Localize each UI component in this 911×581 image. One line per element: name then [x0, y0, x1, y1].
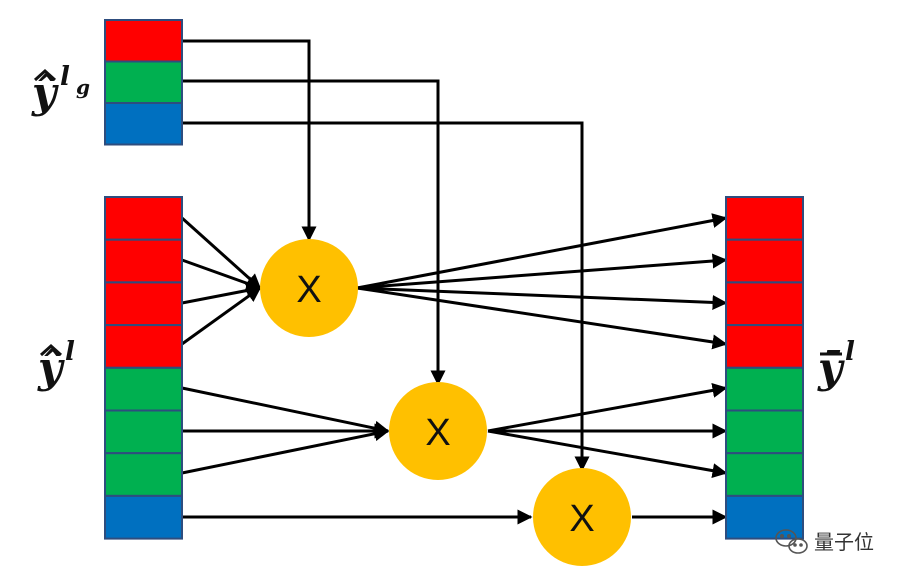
multiply-node-2: X [389, 382, 487, 480]
global-vector [104, 19, 183, 146]
input-vector-cell-6 [104, 409, 183, 455]
multiply-node-3-label: X [569, 498, 594, 540]
output-arrow-4 [356, 286, 728, 350]
input-arrow-4 [181, 286, 262, 346]
connectors [180, 39, 728, 525]
input-vector-symbol: ŷ [37, 343, 65, 392]
gate-line-red [182, 39, 317, 242]
global-vector-symbol: ŷ [31, 68, 59, 117]
output-arrow-1 [356, 213, 728, 290]
watermark-text: 量子位 [814, 530, 874, 554]
wechat-icon [775, 529, 808, 554]
global-vector-subscript: g [76, 75, 90, 99]
global-vector-label: ŷ l g [31, 62, 90, 117]
input-vector-hat [39, 343, 63, 357]
input-vector-cell-7 [104, 452, 183, 497]
input-vector-cell-5 [104, 366, 183, 412]
output-vector-cell-6 [725, 409, 804, 455]
output-arrow-5 [487, 383, 728, 433]
multiply-node-3-circle [533, 468, 631, 566]
output-vector-cell-3 [725, 281, 804, 327]
output-arrow-7 [487, 429, 728, 479]
global-vector-hat [33, 68, 57, 82]
output-arrow-3 [356, 286, 728, 310]
output-vector-label: ȳ l [817, 337, 855, 392]
input-arrow-5 [181, 386, 390, 436]
watermark: 量子位 [775, 529, 874, 554]
global-vector-cell-3 [104, 102, 183, 146]
input-vector-cell-1 [104, 196, 183, 241]
output-vector-symbol: ȳ [817, 343, 845, 392]
input-vector-cell-8 [104, 494, 183, 540]
output-vector-superscript: l [845, 337, 855, 367]
input-vector-cell-2 [104, 238, 183, 284]
output-vector-cell-1 [725, 196, 804, 241]
multiply-node-1-circle [260, 239, 358, 337]
output-vector-cell-4 [725, 324, 804, 369]
multiply-node-3: X [533, 468, 631, 566]
output-vector-cell-8 [725, 494, 804, 540]
input-arrow-2 [181, 258, 262, 291]
output-arrow-2 [356, 253, 728, 290]
multiply-node-2-circle [389, 382, 487, 480]
gate-line-blue [182, 121, 590, 472]
input-vector-cell-3 [104, 281, 183, 327]
input-vector-label: ŷ l [37, 337, 75, 392]
global-vector-superscript: l [60, 62, 70, 92]
output-vector-cell-5 [725, 366, 804, 412]
output-vector [725, 196, 804, 540]
multiply-node-1: X [260, 239, 358, 337]
output-vector-cell-2 [725, 238, 804, 284]
global-vector-cell-1 [104, 19, 183, 63]
input-vector-superscript: l [65, 337, 75, 367]
input-vector [104, 196, 183, 540]
global-vector-cell-2 [104, 60, 183, 104]
output-vector-cell-7 [725, 452, 804, 497]
multiply-node-2-label: X [425, 412, 450, 454]
input-vector-cell-4 [104, 324, 183, 369]
multiply-node-1-label: X [296, 269, 321, 311]
input-arrow-7 [181, 426, 390, 475]
input-arrow-1 [180, 216, 262, 290]
